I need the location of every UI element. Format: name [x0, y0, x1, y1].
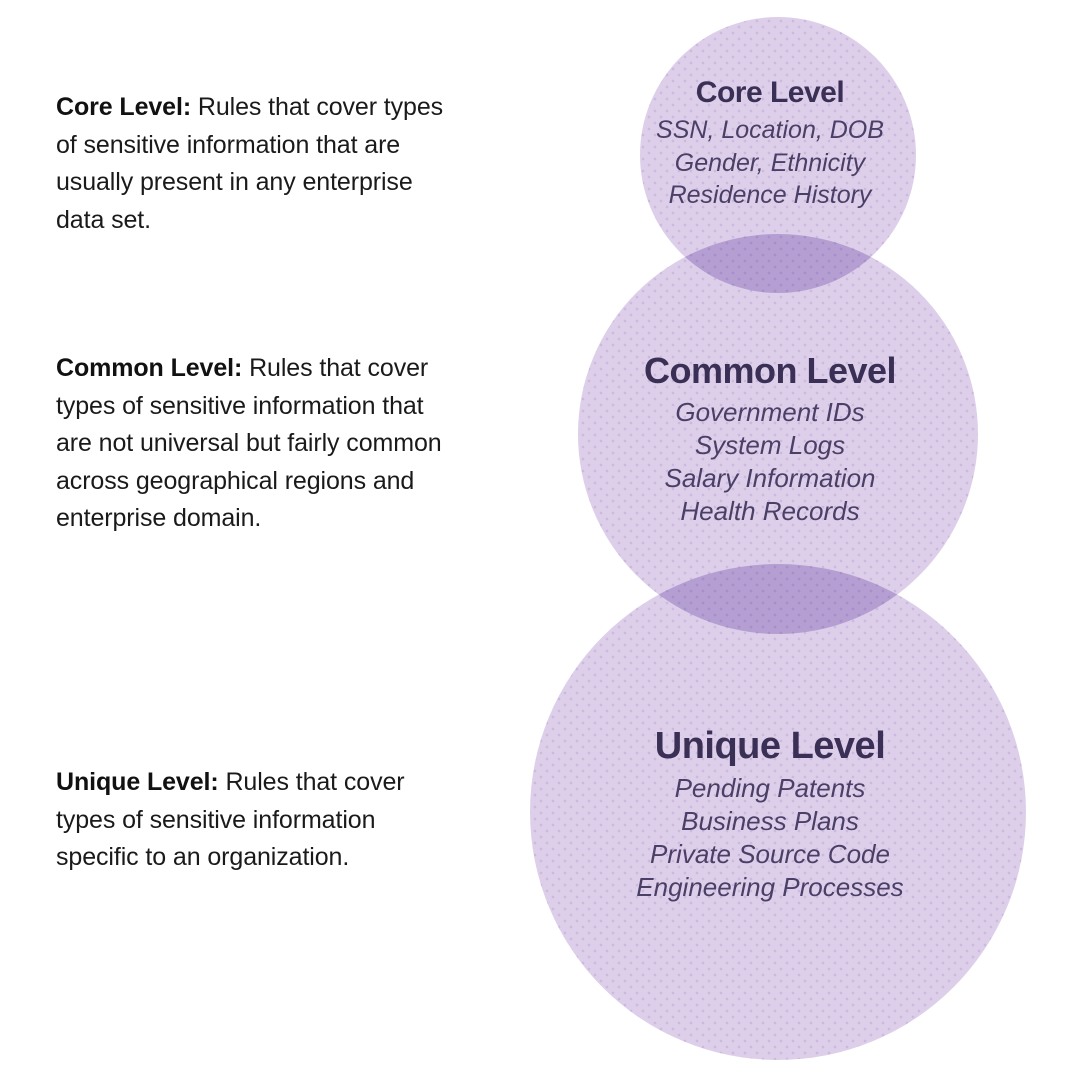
venn-diagram: Core Level SSN, Location, DOB Gender, Et… — [460, 0, 1080, 1080]
description-common-lead: Common Level: — [56, 354, 243, 382]
description-core: Core Level: Rules that cover types of se… — [56, 89, 448, 239]
circle-unique — [530, 564, 1026, 1060]
bubble-common-item: Salary Information — [664, 463, 876, 493]
bubble-unique-item: Private Source Code — [650, 839, 890, 869]
bubble-common-items: Government IDs System Logs Salary Inform… — [520, 396, 1020, 528]
bubble-common-item: Government IDs — [675, 397, 865, 427]
bubble-core-item: Residence History — [668, 181, 872, 209]
bubble-common-item: Health Records — [680, 496, 860, 526]
bubble-unique-title: Unique Level — [654, 725, 886, 767]
description-common-body: Rules that cover types of sensitive info… — [56, 354, 442, 532]
bubble-core: Core Level SSN, Location, DOB Gender, Et… — [570, 74, 970, 212]
description-column: Core Level: Rules that cover types of se… — [56, 0, 456, 1080]
bubble-common-title: Common Level — [643, 350, 897, 391]
circle-label-layer: Core Level SSN, Location, DOB Gender, Et… — [460, 0, 1080, 1080]
bubble-core-item: SSN, Location, DOB — [656, 116, 884, 144]
bubble-common: Common Level Government IDs System Logs … — [520, 348, 1020, 528]
circle-common — [578, 234, 978, 634]
venn-circles-svg — [530, 17, 1026, 1060]
bubble-common-item: System Logs — [694, 430, 846, 460]
description-common: Common Level: Rules that cover types of … — [56, 350, 448, 538]
description-unique-lead: Unique Level: — [56, 768, 219, 796]
circle-core — [640, 17, 916, 293]
description-core-lead: Core Level: — [56, 93, 192, 121]
bubble-unique-item: Business Plans — [681, 806, 859, 836]
bubble-core-title: Core Level — [695, 76, 845, 109]
bubble-unique-item: Engineering Processes — [636, 872, 904, 902]
description-unique-body: Rules that cover types of sensitive info… — [56, 768, 405, 871]
bubble-core-item: Gender, Ethnicity — [674, 148, 866, 177]
bubble-unique-item: Pending Patents — [674, 773, 866, 803]
description-core-body: Rules that cover types of sensitive info… — [56, 93, 444, 234]
bubble-unique-items: Pending Patents Business Plans Private S… — [500, 772, 1040, 904]
bubble-unique: Unique Level Pending Patents Business Pl… — [500, 722, 1040, 904]
bubble-core-items: SSN, Location, DOB Gender, Ethnicity Res… — [570, 114, 970, 212]
description-unique: Unique Level: Rules that cover types of … — [56, 764, 448, 877]
